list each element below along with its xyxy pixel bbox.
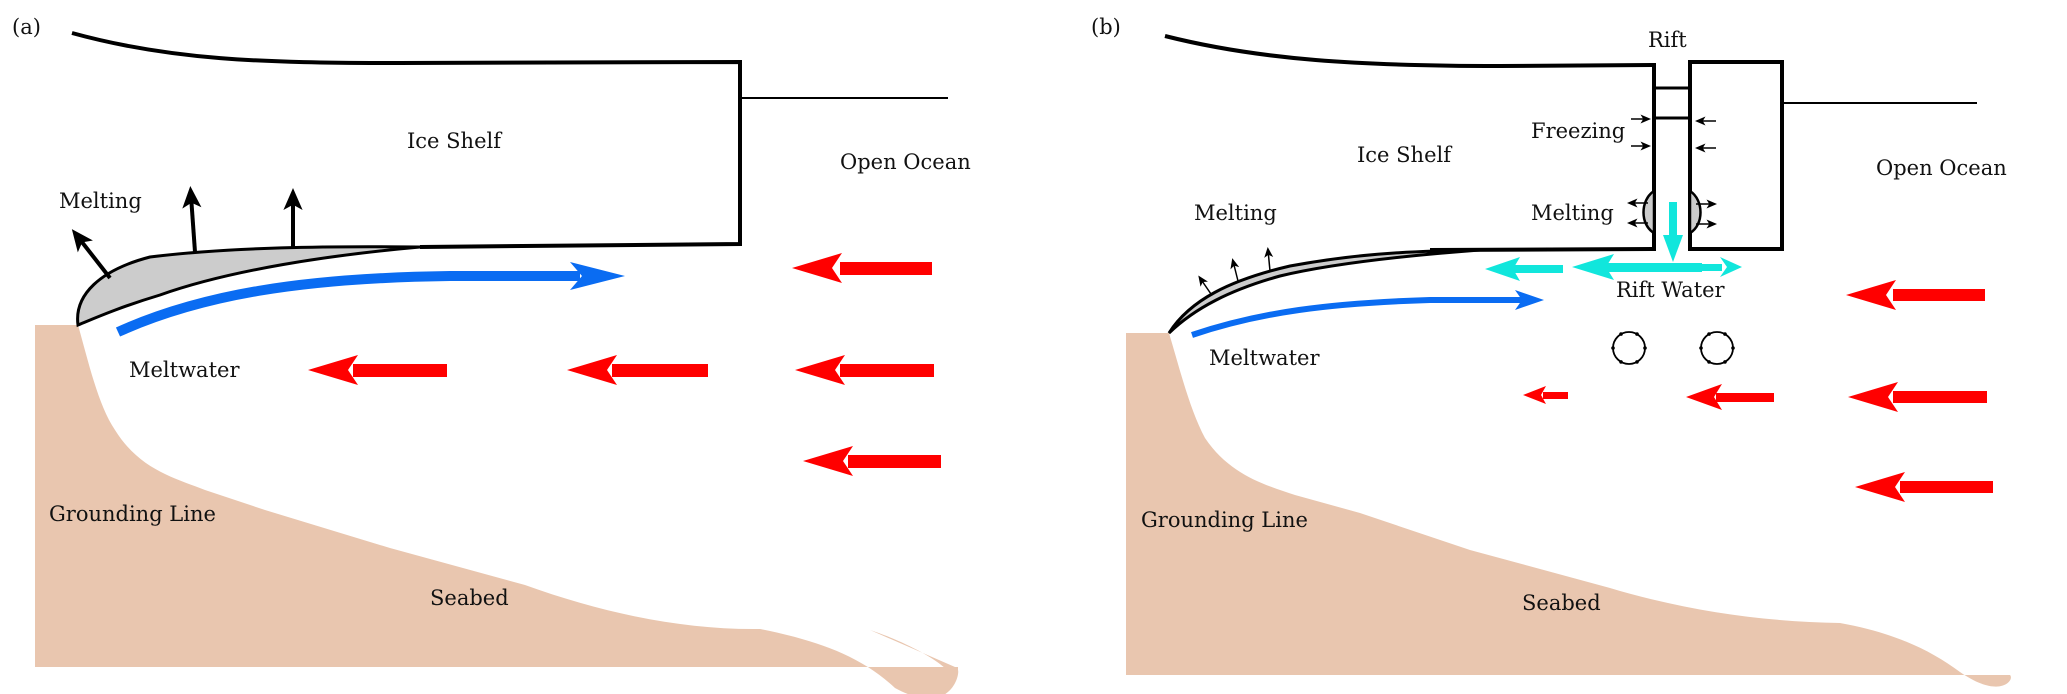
- eddy-direction-tick: [1635, 360, 1639, 364]
- eddy-direction-tick: [1723, 332, 1727, 336]
- open-ocean-label-b: Open Ocean: [1876, 156, 2007, 180]
- eddy-direction-tick: [1707, 360, 1711, 364]
- meltwater-arrow-b: [1191, 297, 1525, 338]
- panel-b: (b): [1091, 15, 2011, 687]
- seabed-a-tip: [870, 630, 957, 672]
- melt-lens-a: [76, 245, 421, 328]
- eddy-circle: [1612, 331, 1646, 365]
- rift-water-arrow-left: [1572, 254, 1702, 280]
- ocean-inflow-arrow: [1855, 472, 1993, 502]
- eddy-direction-tick: [1699, 346, 1703, 350]
- panel-a-label: (a): [12, 15, 41, 39]
- seabed-label-a: Seabed: [430, 586, 509, 610]
- rift-water-label: Rift Water: [1616, 278, 1726, 302]
- eddy-direction-tick: [1619, 360, 1623, 364]
- melting-rift-label: Melting: [1531, 201, 1614, 225]
- ice-shelf-b-right-block: [1688, 60, 1784, 251]
- ocean-inflow-arrow: [1523, 386, 1568, 404]
- ice-shelf-b-left-outline: [1164, 34, 1656, 252]
- rift-melt-lens-right: [1688, 188, 1702, 236]
- seabed-b: [1126, 333, 2011, 687]
- eddy-direction-tick: [1731, 346, 1735, 350]
- panel-a: (a) Ice Shelf Open Ocean Melting Meltwat…: [12, 15, 971, 694]
- rift-water-arrow-down: [1663, 202, 1683, 262]
- meltwater-arrowhead-b: [1515, 290, 1544, 310]
- eddy-direction-tick: [1707, 332, 1711, 336]
- eddy-direction-tick: [1619, 332, 1623, 336]
- eddy-circle: [1700, 331, 1734, 365]
- rift-melt-lens-left: [1642, 188, 1656, 236]
- seabed-label-b: Seabed: [1522, 591, 1601, 615]
- ocean-inflow-arrow: [308, 355, 447, 385]
- ocean-inflow-arrow: [1686, 384, 1774, 410]
- ocean-inflow-arrow: [803, 446, 941, 476]
- meltwater-label-b: Meltwater: [1209, 346, 1320, 370]
- freezing-arrows: [1631, 114, 1716, 153]
- melting-arrow: [1198, 275, 1212, 295]
- ocean-inflow-arrows-a: [308, 253, 941, 476]
- meltwater-arrow-a: [115, 271, 580, 337]
- meltwater-arrowhead-a: [570, 262, 625, 290]
- ocean-inflow-arrow: [795, 355, 934, 385]
- grounding-line-label-a: Grounding Line: [49, 502, 216, 526]
- freezing-label: Freezing: [1531, 119, 1625, 143]
- ocean-inflow-arrow: [1846, 280, 1985, 310]
- rift-melting-arrows: [1627, 198, 1717, 229]
- melting-label-a: Melting: [59, 189, 142, 213]
- eddy-direction-tick: [1643, 346, 1647, 350]
- ocean-inflow-arrow: [1848, 382, 1987, 412]
- rift-water-arrow-left: [1485, 257, 1563, 281]
- meltwater-label-a: Meltwater: [129, 358, 240, 382]
- melt-lens-b: [1167, 248, 1481, 335]
- ice-shelf-label-b: Ice Shelf: [1357, 143, 1453, 167]
- seabed-a: [35, 325, 959, 694]
- ice-shelf-label-a: Ice Shelf: [407, 129, 503, 153]
- ocean-inflow-arrows-b: [1523, 280, 1993, 502]
- rift-water-arrows: [1485, 202, 1742, 281]
- open-ocean-label-a: Open Ocean: [840, 150, 971, 174]
- eddy-direction-tick: [1611, 346, 1615, 350]
- melting-arrow: [1264, 247, 1274, 272]
- eddies: [1611, 331, 1735, 365]
- panel-b-label: (b): [1091, 15, 1121, 39]
- ocean-inflow-arrow: [792, 253, 932, 283]
- rift-label: Rift: [1648, 28, 1687, 52]
- rift-water-arrow-right: [1700, 257, 1742, 277]
- melting-arrow: [71, 229, 112, 280]
- ocean-inflow-arrow: [567, 355, 708, 385]
- melting-arrow: [1230, 258, 1240, 282]
- grounding-line-label-b: Grounding Line: [1141, 508, 1308, 532]
- eddy-direction-tick: [1723, 360, 1727, 364]
- melting-base-label: Melting: [1194, 201, 1277, 225]
- eddy-direction-tick: [1635, 332, 1639, 336]
- ice-shelf-a-outline: [71, 31, 742, 249]
- melting-arrow: [182, 186, 202, 253]
